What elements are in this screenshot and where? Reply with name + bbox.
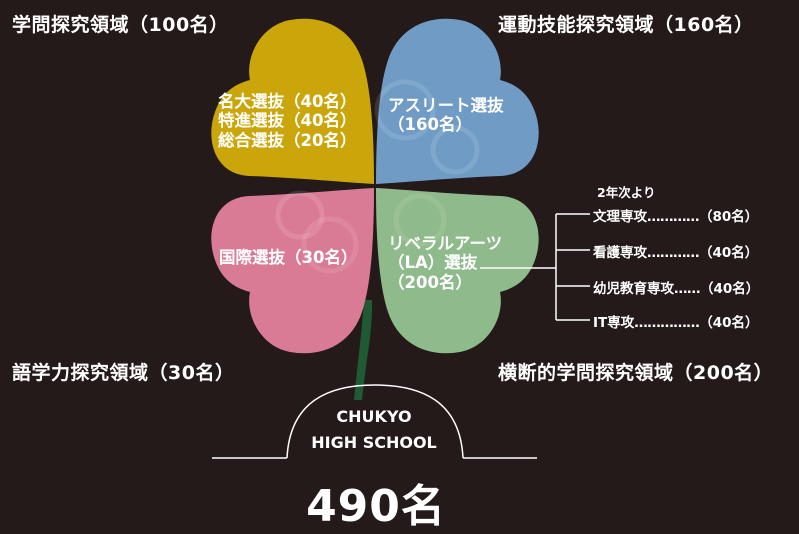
leaf-line: リベラルアーツ [388, 234, 503, 253]
leaf-line: アスリート選抜 [388, 96, 504, 115]
course-name: 文理専攻 [593, 209, 647, 225]
clover-stem [354, 300, 373, 400]
leaf-top-left [211, 18, 374, 184]
school-name-line1: CHUKYO [336, 407, 412, 426]
leaf-top-left-text: 名大選抜（40名） 特進選抜（40名） 総合選抜（20名） [218, 92, 356, 150]
course-dots: …………… [634, 315, 700, 331]
course-item: 文理専攻…………（80名） [593, 205, 758, 225]
area-label-language: 語学力探究領域（30名） [12, 362, 235, 384]
course-dots: ………… [647, 245, 700, 261]
leaf-line: 国際選抜（30名） [219, 248, 358, 267]
course-count: （40名） [699, 315, 759, 331]
school-arch [212, 384, 537, 459]
leaf-line: 名大選抜（40名） [218, 92, 357, 111]
leaf-line: （200名） [388, 272, 472, 292]
leaf-top-right-text: アスリート選抜 （160名） [388, 96, 504, 135]
area-label-academic: 学問探究領域（100名） [12, 14, 229, 36]
course-name: 幼児教育専攻 [593, 281, 674, 297]
leaf-bottom-right-text: リベラルアーツ （LA）選抜 （200名） [388, 234, 502, 292]
course-bracket [480, 213, 590, 321]
course-header: 2年次より [597, 185, 656, 200]
course-name: 看護専攻 [593, 245, 647, 261]
course-count: （80名） [699, 209, 759, 225]
course-item: 幼児教育専攻……（40名） [593, 277, 759, 297]
leaf-line: （160名） [388, 115, 472, 135]
area-label-athletic: 運動技能探究領域（160名） [498, 14, 754, 36]
course-dots: ………… [647, 209, 700, 225]
leaf-bottom-left-text: 国際選抜（30名） [219, 248, 357, 267]
course-item: IT専攻……………（40名） [593, 311, 759, 331]
school-name-line2: HIGH SCHOOL [311, 432, 437, 452]
course-name: IT専攻 [593, 315, 635, 331]
leaf-bottom-left [211, 188, 374, 354]
leaf-top-right [376, 18, 539, 184]
leaf-line: （LA）選抜 [388, 253, 478, 273]
total-capacity: 490名 [306, 481, 446, 532]
course-count: （40名） [700, 281, 760, 297]
leaf-bottom-right [376, 188, 539, 354]
course-item: 看護専攻…………（40名） [593, 241, 758, 261]
area-label-interdisciplinary: 横断的学問探究領域（200名） [498, 362, 774, 384]
course-dots: …… [674, 281, 701, 297]
school-name: CHUKYO HIGH SCHOOL [299, 404, 449, 455]
course-count: （40名） [699, 245, 759, 261]
leaf-line: 特進選抜（40名） [218, 111, 357, 131]
leaf-line: 総合選抜（20名） [218, 130, 357, 150]
